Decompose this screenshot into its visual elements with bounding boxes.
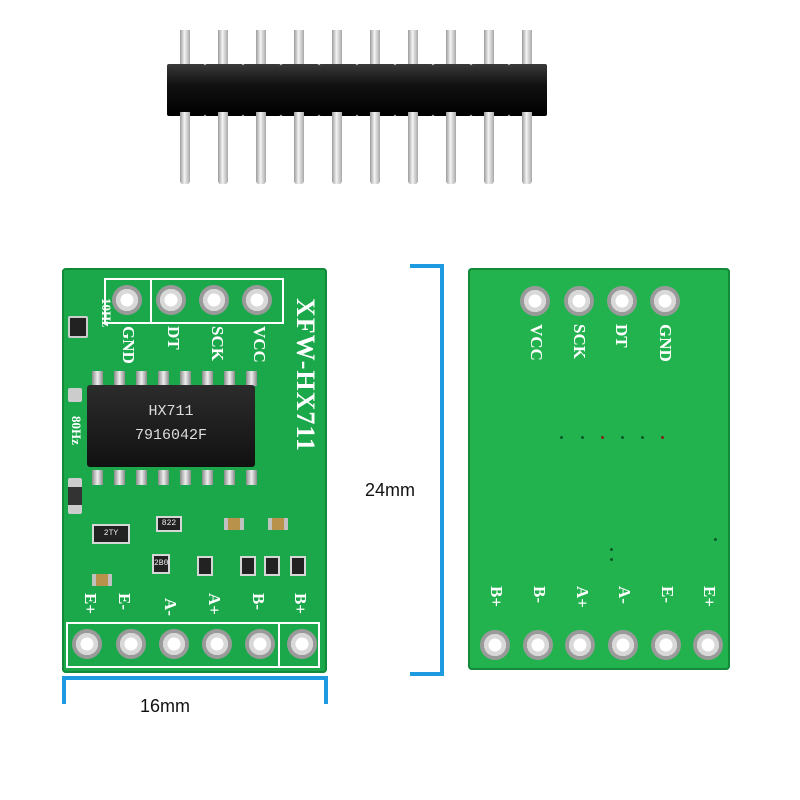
back-label-e-plus: E+ xyxy=(700,586,719,608)
label-dt: DT xyxy=(164,326,183,350)
top-pin-box xyxy=(104,278,284,324)
label-gnd: GND xyxy=(119,326,138,364)
chip-model: HX711 xyxy=(148,403,194,420)
back-board: VCC SCK DT GND B+ B- A+ A- E- E+ xyxy=(468,268,730,670)
pin-header xyxy=(160,30,555,190)
label-b-minus: B- xyxy=(249,593,268,610)
resistor-2b0: 2B0 xyxy=(152,554,170,574)
back-label-dt: DT xyxy=(612,324,631,348)
pad-dt xyxy=(156,285,186,315)
back-label-a-plus: A+ xyxy=(573,586,592,608)
back-label-sck: SCK xyxy=(570,324,589,359)
back-label-b-minus: B- xyxy=(530,586,549,603)
label-e-plus: E+ xyxy=(81,593,100,615)
resistor-822: 822 xyxy=(156,516,182,532)
rate-label-80hz: 80Hz xyxy=(69,416,84,445)
height-label: 24mm xyxy=(365,480,416,500)
label-a-plus: A+ xyxy=(205,593,224,615)
label-sck: SCK xyxy=(208,326,227,361)
back-label-gnd: GND xyxy=(656,324,675,362)
pad-sck xyxy=(199,285,229,315)
back-label-vcc: VCC xyxy=(527,324,546,361)
bottom-pin-box xyxy=(66,622,320,668)
width-label: 16mm xyxy=(140,696,191,716)
hx711-chip: HX711 7916042F xyxy=(87,385,255,467)
rate-label-10hz: 10Hz xyxy=(99,298,114,327)
width-dimension-line xyxy=(62,676,66,704)
back-label-a-minus: A- xyxy=(615,586,634,604)
chip-code: 7916042F xyxy=(134,427,207,444)
label-b-plus: B+ xyxy=(291,593,310,615)
transistor: 2TY xyxy=(92,524,130,544)
pad-gnd xyxy=(112,285,142,315)
board-name: XFW-HX711 xyxy=(291,298,320,452)
back-label-b-plus: B+ xyxy=(487,586,506,608)
front-board: GND DT SCK VCC XFW-HX711 10Hz 80Hz HX711… xyxy=(62,268,327,673)
label-a-minus: A- xyxy=(161,598,180,616)
label-e-minus: E- xyxy=(115,593,134,610)
rate-resistor-top xyxy=(68,316,88,338)
back-label-e-minus: E- xyxy=(658,586,677,603)
pad-vcc xyxy=(242,285,272,315)
label-vcc: VCC xyxy=(250,326,269,363)
height-dimension-line xyxy=(440,264,444,676)
